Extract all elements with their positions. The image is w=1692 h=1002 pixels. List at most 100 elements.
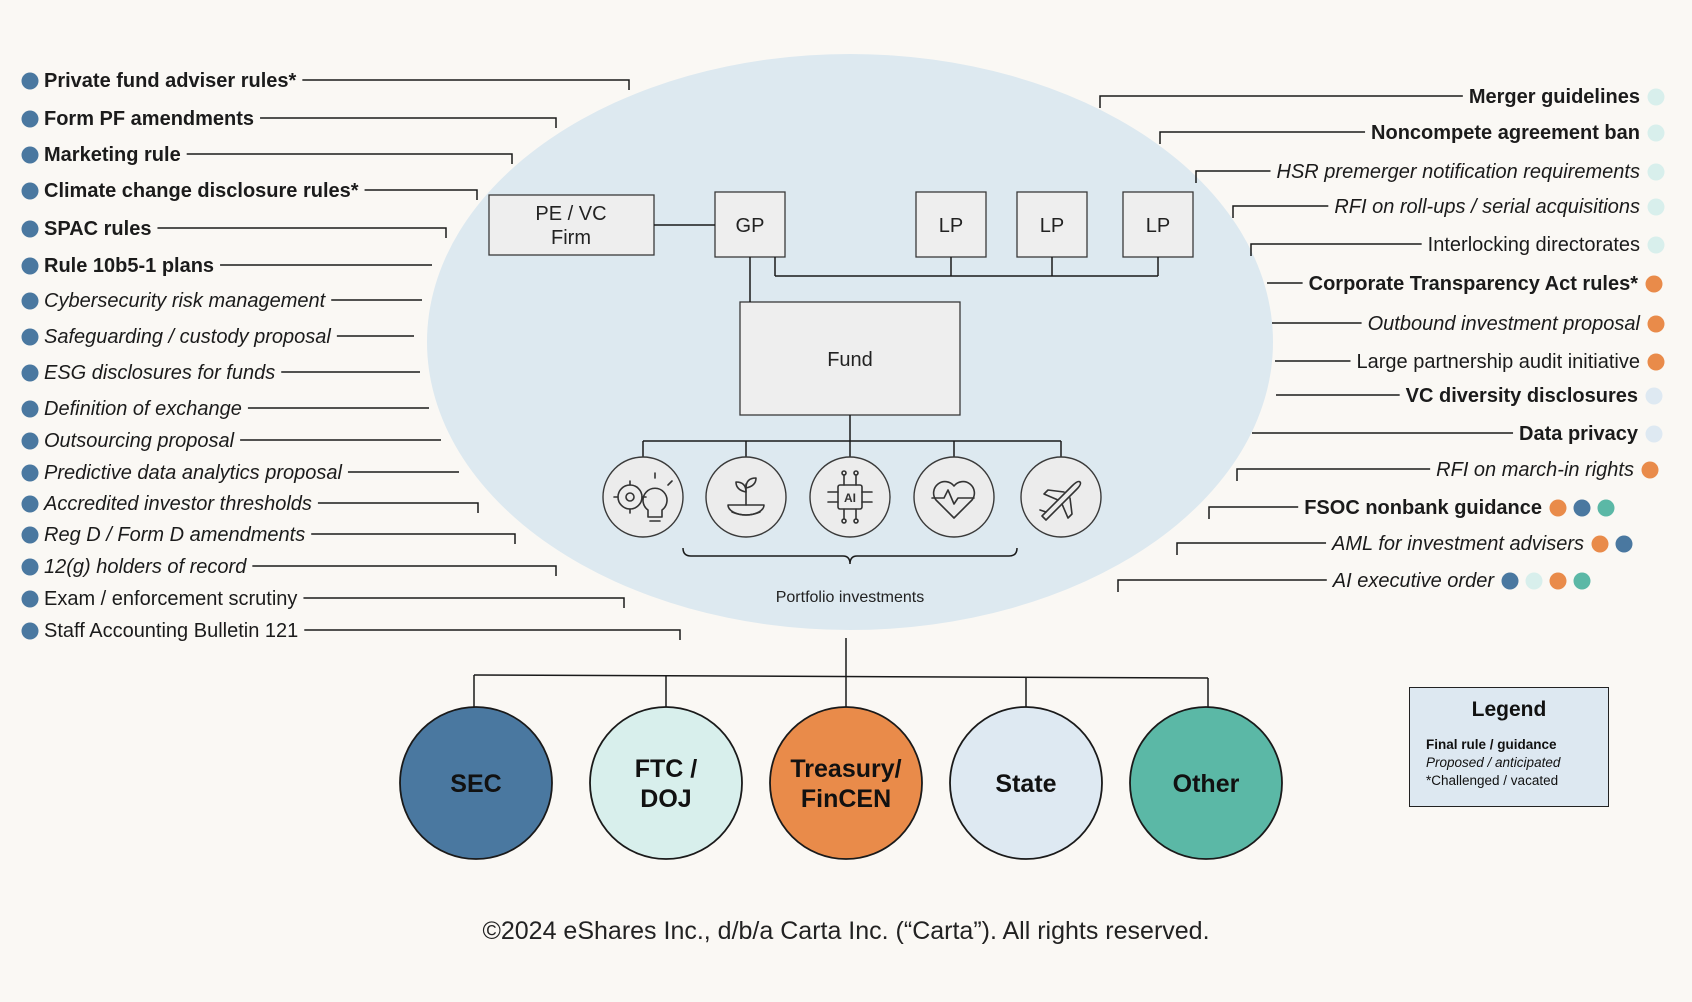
left-item-dot bbox=[21, 495, 39, 513]
right-item-connector bbox=[1117, 579, 1327, 592]
left-item-label: Reg D / Form D amendments bbox=[44, 524, 305, 546]
left-item-dot bbox=[21, 72, 39, 90]
left-item-connector bbox=[260, 117, 557, 128]
right-item-label: FSOC nonbank guidance bbox=[1304, 497, 1542, 519]
left-item-dot bbox=[21, 328, 39, 346]
left-item-label: Cybersecurity risk management bbox=[44, 290, 327, 312]
fund-label: Fund bbox=[827, 349, 873, 371]
right-item-connector bbox=[1159, 131, 1366, 144]
left-item-dot bbox=[21, 558, 39, 576]
lp-box-3 bbox=[1122, 191, 1194, 258]
left-item-connector bbox=[317, 502, 479, 513]
left-item-connector bbox=[364, 189, 478, 200]
left-item-label: SPAC rules bbox=[44, 218, 151, 240]
agency-label-treasury_fincen: FinCEN bbox=[801, 785, 891, 813]
portfolio-brace bbox=[682, 547, 1018, 565]
copyright-footer: ©2024 eShares Inc., d/b/a Carta Inc. (“C… bbox=[482, 917, 1210, 945]
left-item-label: Private fund adviser rules* bbox=[44, 70, 297, 92]
portfolio-label: Portfolio investments bbox=[776, 589, 925, 606]
right-item-dot bbox=[1525, 572, 1543, 590]
left-item-dot bbox=[21, 432, 39, 450]
right-item-connector bbox=[1176, 542, 1327, 555]
lp-box-1 bbox=[915, 191, 987, 258]
right-item-label: Outbound investment proposal bbox=[1368, 313, 1641, 335]
left-item-connector bbox=[252, 565, 557, 576]
left-item-label: 12(g) holders of record bbox=[44, 556, 247, 578]
left-item-label: Form PF amendments bbox=[44, 108, 254, 130]
structure-connectors bbox=[642, 224, 1159, 460]
legend-proposed: Proposed / anticipated bbox=[1426, 755, 1561, 770]
left-item-connector bbox=[186, 153, 513, 164]
right-item-dot bbox=[1647, 236, 1665, 254]
airplane-icon bbox=[1020, 456, 1102, 538]
lp-box-2 bbox=[1016, 191, 1088, 258]
left-item-dot bbox=[21, 464, 39, 482]
right-item-connector bbox=[1208, 506, 1299, 519]
right-item-dot bbox=[1645, 275, 1663, 293]
agency-label-sec: SEC bbox=[450, 770, 501, 798]
right-item-label: Data privacy bbox=[1519, 423, 1639, 445]
left-item-dot bbox=[21, 400, 39, 418]
right-item-dot bbox=[1647, 315, 1665, 333]
right-item-dot bbox=[1645, 425, 1663, 443]
agency-label-treasury_fincen: Treasury/ bbox=[790, 755, 901, 783]
left-item-dot bbox=[21, 146, 39, 164]
left-item-dot bbox=[21, 364, 39, 382]
pe-vc-firm-label-line2: Firm bbox=[551, 227, 591, 249]
agency-label-state: State bbox=[995, 770, 1056, 798]
left-item-dot bbox=[21, 526, 39, 544]
left-item-label: Staff Accounting Bulletin 121 bbox=[44, 620, 298, 642]
ai-chip-icon: AI bbox=[809, 456, 891, 538]
right-item-dot bbox=[1647, 124, 1665, 142]
left-item-dot bbox=[21, 182, 39, 200]
agency-circle-state bbox=[949, 706, 1103, 860]
left-item-dot bbox=[21, 292, 39, 310]
right-item-dot bbox=[1645, 387, 1663, 405]
agency-label-other: Other bbox=[1173, 770, 1240, 798]
left-item-label: ESG disclosures for funds bbox=[44, 362, 275, 384]
left-item-label: Outsourcing proposal bbox=[44, 430, 235, 452]
heartbeat-icon bbox=[913, 456, 995, 538]
left-item-connector bbox=[311, 533, 516, 544]
right-item-connector bbox=[1195, 170, 1271, 183]
right-item-label: RFI on march-in rights bbox=[1436, 459, 1634, 481]
gear-lightbulb-icon bbox=[602, 456, 684, 538]
left-item-connector bbox=[302, 79, 630, 90]
left-item-dot bbox=[21, 622, 39, 640]
right-item-dot bbox=[1647, 88, 1665, 106]
right-item-label: Large partnership audit initiative bbox=[1356, 351, 1640, 373]
left-item-connector bbox=[157, 227, 447, 238]
agency-circle-other bbox=[1129, 706, 1283, 860]
left-item-label: Definition of exchange bbox=[44, 398, 242, 420]
right-item-dot bbox=[1597, 499, 1615, 517]
sec-items-list: Private fund adviser rules* Form PF amend… bbox=[21, 70, 681, 642]
fund-box bbox=[739, 301, 961, 416]
agency-label-ftc_doj: DOJ bbox=[640, 785, 691, 813]
legend-final: Final rule / guidance bbox=[1426, 737, 1557, 752]
legend-challenged: *Challenged / vacated bbox=[1426, 773, 1559, 788]
left-item-label: Safeguarding / custody proposal bbox=[44, 326, 331, 348]
pe-vc-firm-label-line1: PE / VC bbox=[535, 203, 606, 225]
right-item-connector bbox=[1099, 95, 1463, 108]
right-item-dot bbox=[1573, 572, 1591, 590]
right-item-dot bbox=[1647, 163, 1665, 181]
right-item-dot bbox=[1549, 572, 1567, 590]
right-item-label: Noncompete agreement ban bbox=[1371, 122, 1640, 144]
right-item-label: AML for investment advisers bbox=[1331, 533, 1584, 555]
agency-circle-treasury_fincen bbox=[769, 706, 923, 860]
right-item-dot bbox=[1615, 535, 1633, 553]
lp-label-1: LP bbox=[939, 215, 963, 237]
right-item-label: VC diversity disclosures bbox=[1406, 385, 1638, 407]
right-item-label: RFI on roll-ups / serial acquisitions bbox=[1334, 196, 1640, 218]
left-item-label: Predictive data analytics proposal bbox=[44, 462, 342, 484]
right-item-connector bbox=[1236, 468, 1431, 481]
right-item-dot bbox=[1549, 499, 1567, 517]
plant-globe-icon bbox=[705, 456, 787, 538]
left-item-label: Climate change disclosure rules* bbox=[44, 180, 359, 202]
right-item-label: Interlocking directorates bbox=[1428, 234, 1640, 256]
left-item-dot bbox=[21, 110, 39, 128]
